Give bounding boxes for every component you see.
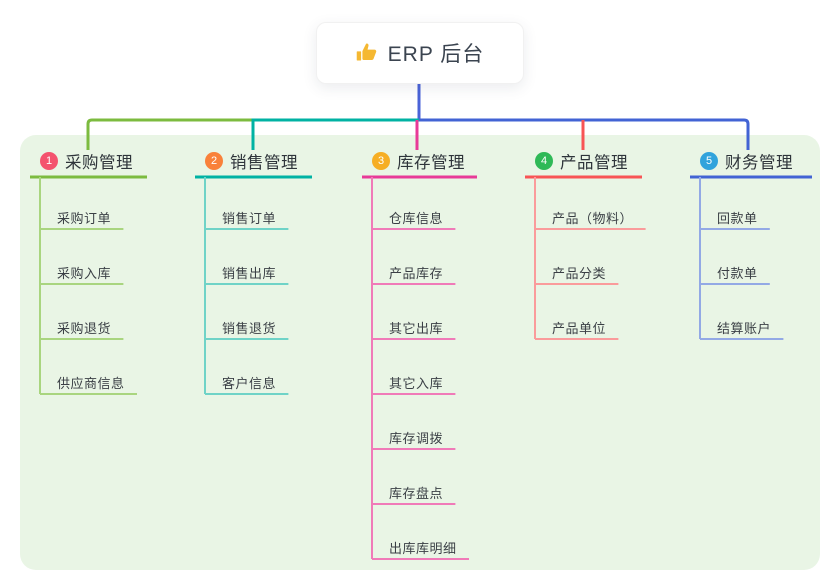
child-node-3-5[interactable]: 库存调拨 [389,431,444,446]
branch-badge-icon-3: 3 [372,152,390,170]
child-node-4-1[interactable]: 产品（物料） [552,211,634,226]
branch-badge-icon-4: 4 [535,152,553,170]
child-node-2-3[interactable]: 销售退货 [222,321,277,336]
child-node-2-2[interactable]: 销售出库 [222,266,277,281]
child-node-3-7[interactable]: 出库库明细 [389,541,457,556]
branch-label-4: 产品管理 [560,154,628,172]
child-node-1-1[interactable]: 采购订单 [57,211,112,226]
child-node-5-2[interactable]: 付款单 [717,266,758,281]
branch-badge-icon-5: 5 [700,152,718,170]
child-node-3-3[interactable]: 其它出库 [389,321,444,336]
branch-label-1: 采购管理 [65,154,133,172]
child-node-5-1[interactable]: 回款单 [717,211,758,226]
child-node-3-1[interactable]: 仓库信息 [389,211,444,226]
root-node[interactable]: ERP 后台 [316,22,524,84]
child-node-3-6[interactable]: 库存盘点 [389,486,444,501]
root-node-label: ERP 后台 [387,43,485,66]
child-node-2-4[interactable]: 客户信息 [222,376,277,391]
branch-badge-icon-1: 1 [40,152,58,170]
thumbs-up-icon [356,42,378,64]
branch-node-2[interactable]: 2 销售管理 [205,150,298,172]
child-node-1-2[interactable]: 采购入库 [57,266,112,281]
branch-node-4[interactable]: 4 产品管理 [535,150,628,172]
branch-label-2: 销售管理 [230,154,298,172]
branch-badge-icon-2: 2 [205,152,223,170]
child-node-4-2[interactable]: 产品分类 [552,266,607,281]
child-node-3-4[interactable]: 其它入库 [389,376,444,391]
canvas-panel [20,135,820,570]
child-node-3-2[interactable]: 产品库存 [389,266,444,281]
child-node-5-3[interactable]: 结算账户 [717,321,772,336]
child-node-1-4[interactable]: 供应商信息 [57,376,125,391]
branch-node-5[interactable]: 5 财务管理 [700,150,793,172]
child-node-1-3[interactable]: 采购退货 [57,321,112,336]
branch-node-3[interactable]: 3 库存管理 [372,150,465,172]
child-node-4-3[interactable]: 产品单位 [552,321,607,336]
child-node-2-1[interactable]: 销售订单 [222,211,277,226]
branch-node-1[interactable]: 1 采购管理 [40,150,133,172]
branch-label-3: 库存管理 [397,154,465,172]
branch-label-5: 财务管理 [725,154,793,172]
